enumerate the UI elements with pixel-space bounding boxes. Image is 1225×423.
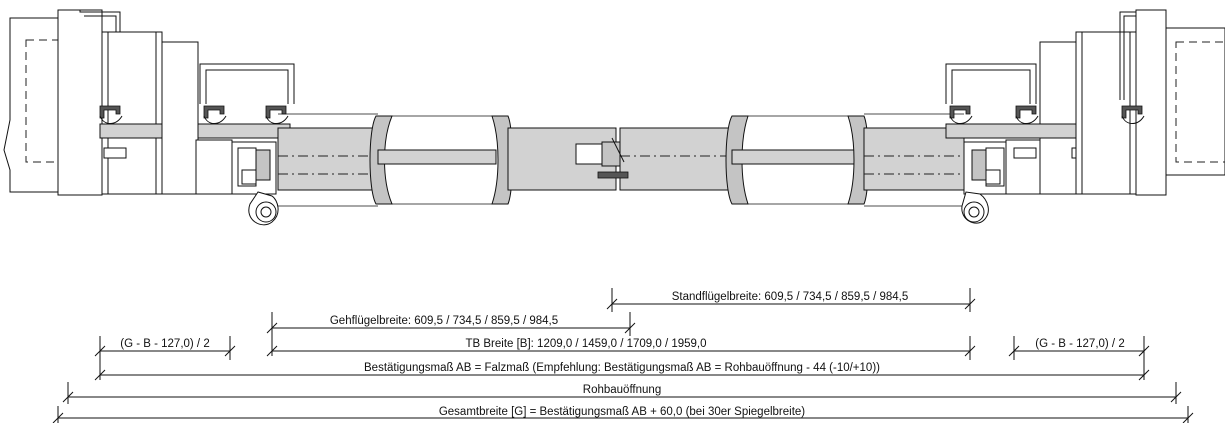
left-leaf-section xyxy=(277,113,379,207)
dimension-standfluegel: Standflügelbreite: 609,5 / 734,5 / 859,5… xyxy=(606,288,976,312)
center-panels xyxy=(507,127,733,191)
dimension-rohbau: Rohbauöffnung xyxy=(62,382,1182,404)
tb-breite-label: TB Breite [B]: 1209,0 / 1459,0 / 1709,0 … xyxy=(465,338,706,350)
right-inner-frame xyxy=(945,41,1077,195)
dimension-side-left: (G - B - 127,0) / 2 xyxy=(94,336,236,380)
dimension-tb-breite: TB Breite [B]: 1209,0 / 1459,0 / 1709,0 … xyxy=(266,336,976,360)
side-right-label: (G - B - 127,0) / 2 xyxy=(1035,338,1124,350)
dimension-gehfluegel: Gehflügelbreite: 609,5 / 734,5 / 859,5 /… xyxy=(266,312,636,356)
right-wall xyxy=(1165,27,1225,176)
rohbau-label: Rohbauöffnung xyxy=(583,384,661,396)
dimension-gesamt: Gesamtbreite [G] = Bestätigungsmaß AB + … xyxy=(52,406,1194,423)
dimension-bestaetigung: Bestätigungsmaß AB = Falzmaß (Empfehlung… xyxy=(94,362,1150,381)
right-glass xyxy=(725,115,869,205)
dimension-side-right: (G - B - 127,0) / 2 xyxy=(1008,336,1150,380)
gesamt-label: Gesamtbreite [G] = Bestätigungsmaß AB + … xyxy=(439,406,805,418)
standfluegel-label: Standflügelbreite: 609,5 / 734,5 / 859,5… xyxy=(672,291,909,303)
side-left-label: (G - B - 127,0) / 2 xyxy=(120,338,209,350)
left-inner-frame xyxy=(161,41,295,195)
gehfluegel-label: Gehflügelbreite: 609,5 / 734,5 / 859,5 /… xyxy=(330,315,558,327)
left-frame xyxy=(57,9,291,196)
left-hinge xyxy=(231,141,279,226)
bestaetigung-label: Bestätigungsmaß AB = Falzmaß (Empfehlung… xyxy=(364,362,880,374)
right-frame xyxy=(945,9,1167,196)
left-glass xyxy=(369,115,513,205)
right-hinge xyxy=(961,141,1009,224)
